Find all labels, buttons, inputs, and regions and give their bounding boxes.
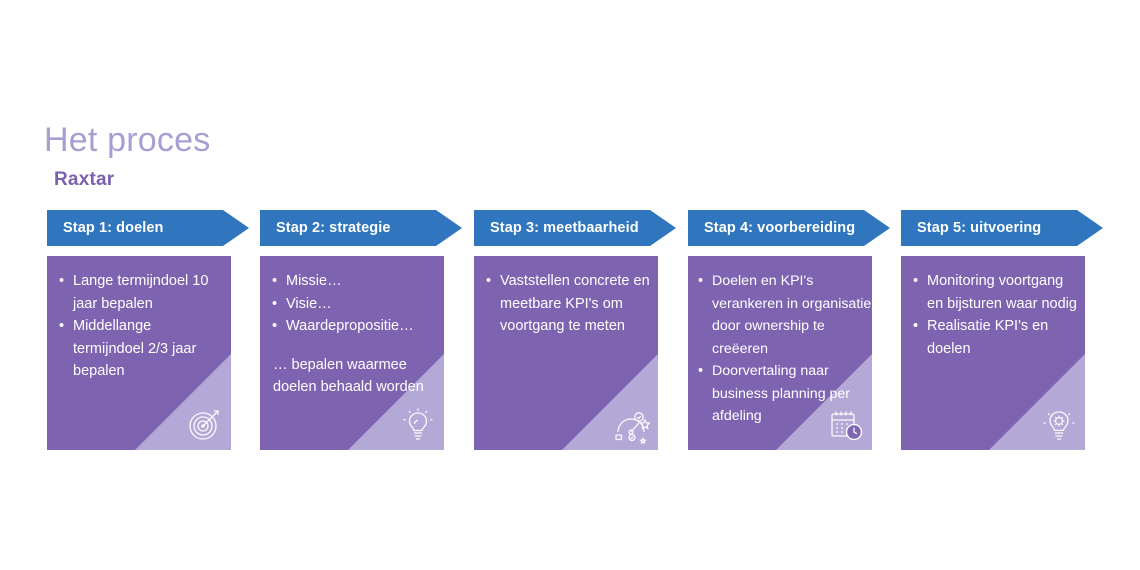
step-banner-4[interactable]: Stap 4: voorbereiding	[688, 210, 890, 246]
step-bullets-2: Missie… Visie… Waardepropositie…	[260, 256, 444, 338]
list-item: Visie…	[272, 293, 438, 316]
step-banner-3[interactable]: Stap 3: meetbaarheid	[474, 210, 676, 246]
idea-gear-icon	[1039, 404, 1079, 444]
process-step-4: Stap 4: voorbereiding Doelen en KPI's ve…	[688, 210, 890, 450]
step-banner-1[interactable]: Stap 1: doelen	[47, 210, 249, 246]
step-card-1: Lange termijndoel 10 jaar bepalen Middel…	[47, 256, 231, 450]
step-banner-label-1: Stap 1: doelen	[63, 220, 164, 236]
list-item: Monitoring voortgang en bijsturen waar n…	[913, 270, 1079, 315]
page-title: Het proces	[44, 121, 211, 159]
target-icon	[185, 404, 225, 444]
card-corner-accent	[562, 354, 658, 450]
step-card-3: Vaststellen concrete en meetbare KPI's o…	[474, 256, 658, 450]
step-card-2: Missie… Visie… Waardepropositie… … bepal…	[260, 256, 444, 450]
page-subtitle: Raxtar	[54, 169, 115, 190]
process-steps: Stap 1: doelen Lange termijndoel 10 jaar…	[47, 210, 1107, 470]
list-item: Realisatie KPI's en doelen	[913, 315, 1079, 360]
performance-gauge-icon	[612, 404, 652, 444]
step-banner-label-5: Stap 5: uitvoering	[917, 220, 1042, 236]
step-bullets-1: Lange termijndoel 10 jaar bepalen Middel…	[47, 256, 231, 383]
step-banner-2[interactable]: Stap 2: strategie	[260, 210, 462, 246]
process-step-3: Stap 3: meetbaarheid Vaststellen concret…	[474, 210, 676, 450]
list-item: Doelen en KPI's verankeren in organisati…	[698, 270, 872, 360]
process-step-5: Stap 5: uitvoering Monitoring voortgang …	[901, 210, 1103, 450]
process-step-2: Stap 2: strategie Missie… Visie… Waardep…	[260, 210, 462, 450]
list-item: Middellange termijndoel 2/3 jaar bepalen	[59, 315, 225, 383]
step-banner-label-2: Stap 2: strategie	[276, 220, 391, 236]
step-card-5: Monitoring voortgang en bijsturen waar n…	[901, 256, 1085, 450]
process-step-1: Stap 1: doelen Lange termijndoel 10 jaar…	[47, 210, 249, 450]
step-banner-5[interactable]: Stap 5: uitvoering	[901, 210, 1103, 246]
list-item: Doorvertaling naar business planning per…	[698, 360, 872, 428]
step-bullets-4: Doelen en KPI's verankeren in organisati…	[688, 256, 872, 428]
step-banner-label-3: Stap 3: meetbaarheid	[490, 220, 639, 236]
lightbulb-icon	[398, 404, 438, 444]
card-corner-accent	[989, 354, 1085, 450]
step-banner-label-4: Stap 4: voorbereiding	[704, 220, 856, 236]
list-item: Waardepropositie…	[272, 315, 438, 338]
step-bullets-3: Vaststellen concrete en meetbare KPI's o…	[474, 256, 658, 338]
step-note-2: … bepalen waarmee doelen behaald worden	[273, 356, 424, 396]
title-block: Het proces Raxtar	[44, 118, 210, 192]
list-item: Lange termijndoel 10 jaar bepalen	[59, 270, 225, 315]
step-bullets-5: Monitoring voortgang en bijsturen waar n…	[901, 256, 1085, 360]
step-card-4: Doelen en KPI's verankeren in organisati…	[688, 256, 872, 450]
list-item: Missie…	[272, 270, 438, 293]
list-item: Vaststellen concrete en meetbare KPI's o…	[486, 270, 652, 338]
